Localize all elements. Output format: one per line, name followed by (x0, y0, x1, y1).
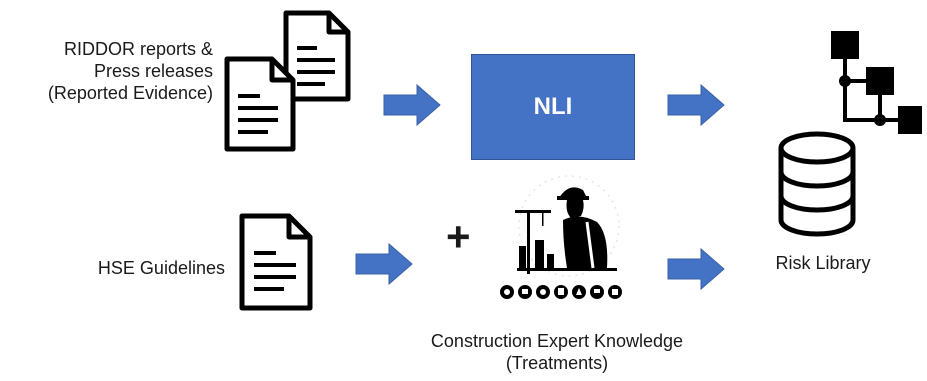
riddor-label-line1: RIDDOR reports & (63, 39, 213, 59)
expert-label-line2: (Treatments) (505, 353, 609, 373)
arrow-icon (667, 247, 725, 291)
riddor-label: RIDDOR reports & Press releases (Reporte… (0, 38, 213, 104)
expert-label-line1: Construction Expert Knowledge (430, 331, 684, 351)
database-icon (778, 131, 856, 237)
riddor-label-line2: Press releases (93, 61, 213, 81)
hse-label: HSE Guidelines (97, 258, 225, 278)
worker-icon (500, 175, 622, 299)
risk-library-label: Risk Library (775, 253, 871, 273)
nli-label: NLI (533, 93, 573, 120)
document-icon (239, 213, 313, 311)
tree-hierarchy-icon (831, 31, 922, 134)
arrow-icon (667, 83, 725, 127)
expert-knowledge-label: Construction Expert Knowledge (Treatment… (380, 330, 734, 374)
nli-box: NLI (471, 54, 635, 160)
plus-sign: + (446, 213, 471, 260)
riddor-label-line3: (Reported Evidence) (47, 83, 213, 103)
arrow-icon (355, 242, 413, 286)
arrow-icon (383, 83, 441, 127)
document-icon (224, 56, 296, 152)
